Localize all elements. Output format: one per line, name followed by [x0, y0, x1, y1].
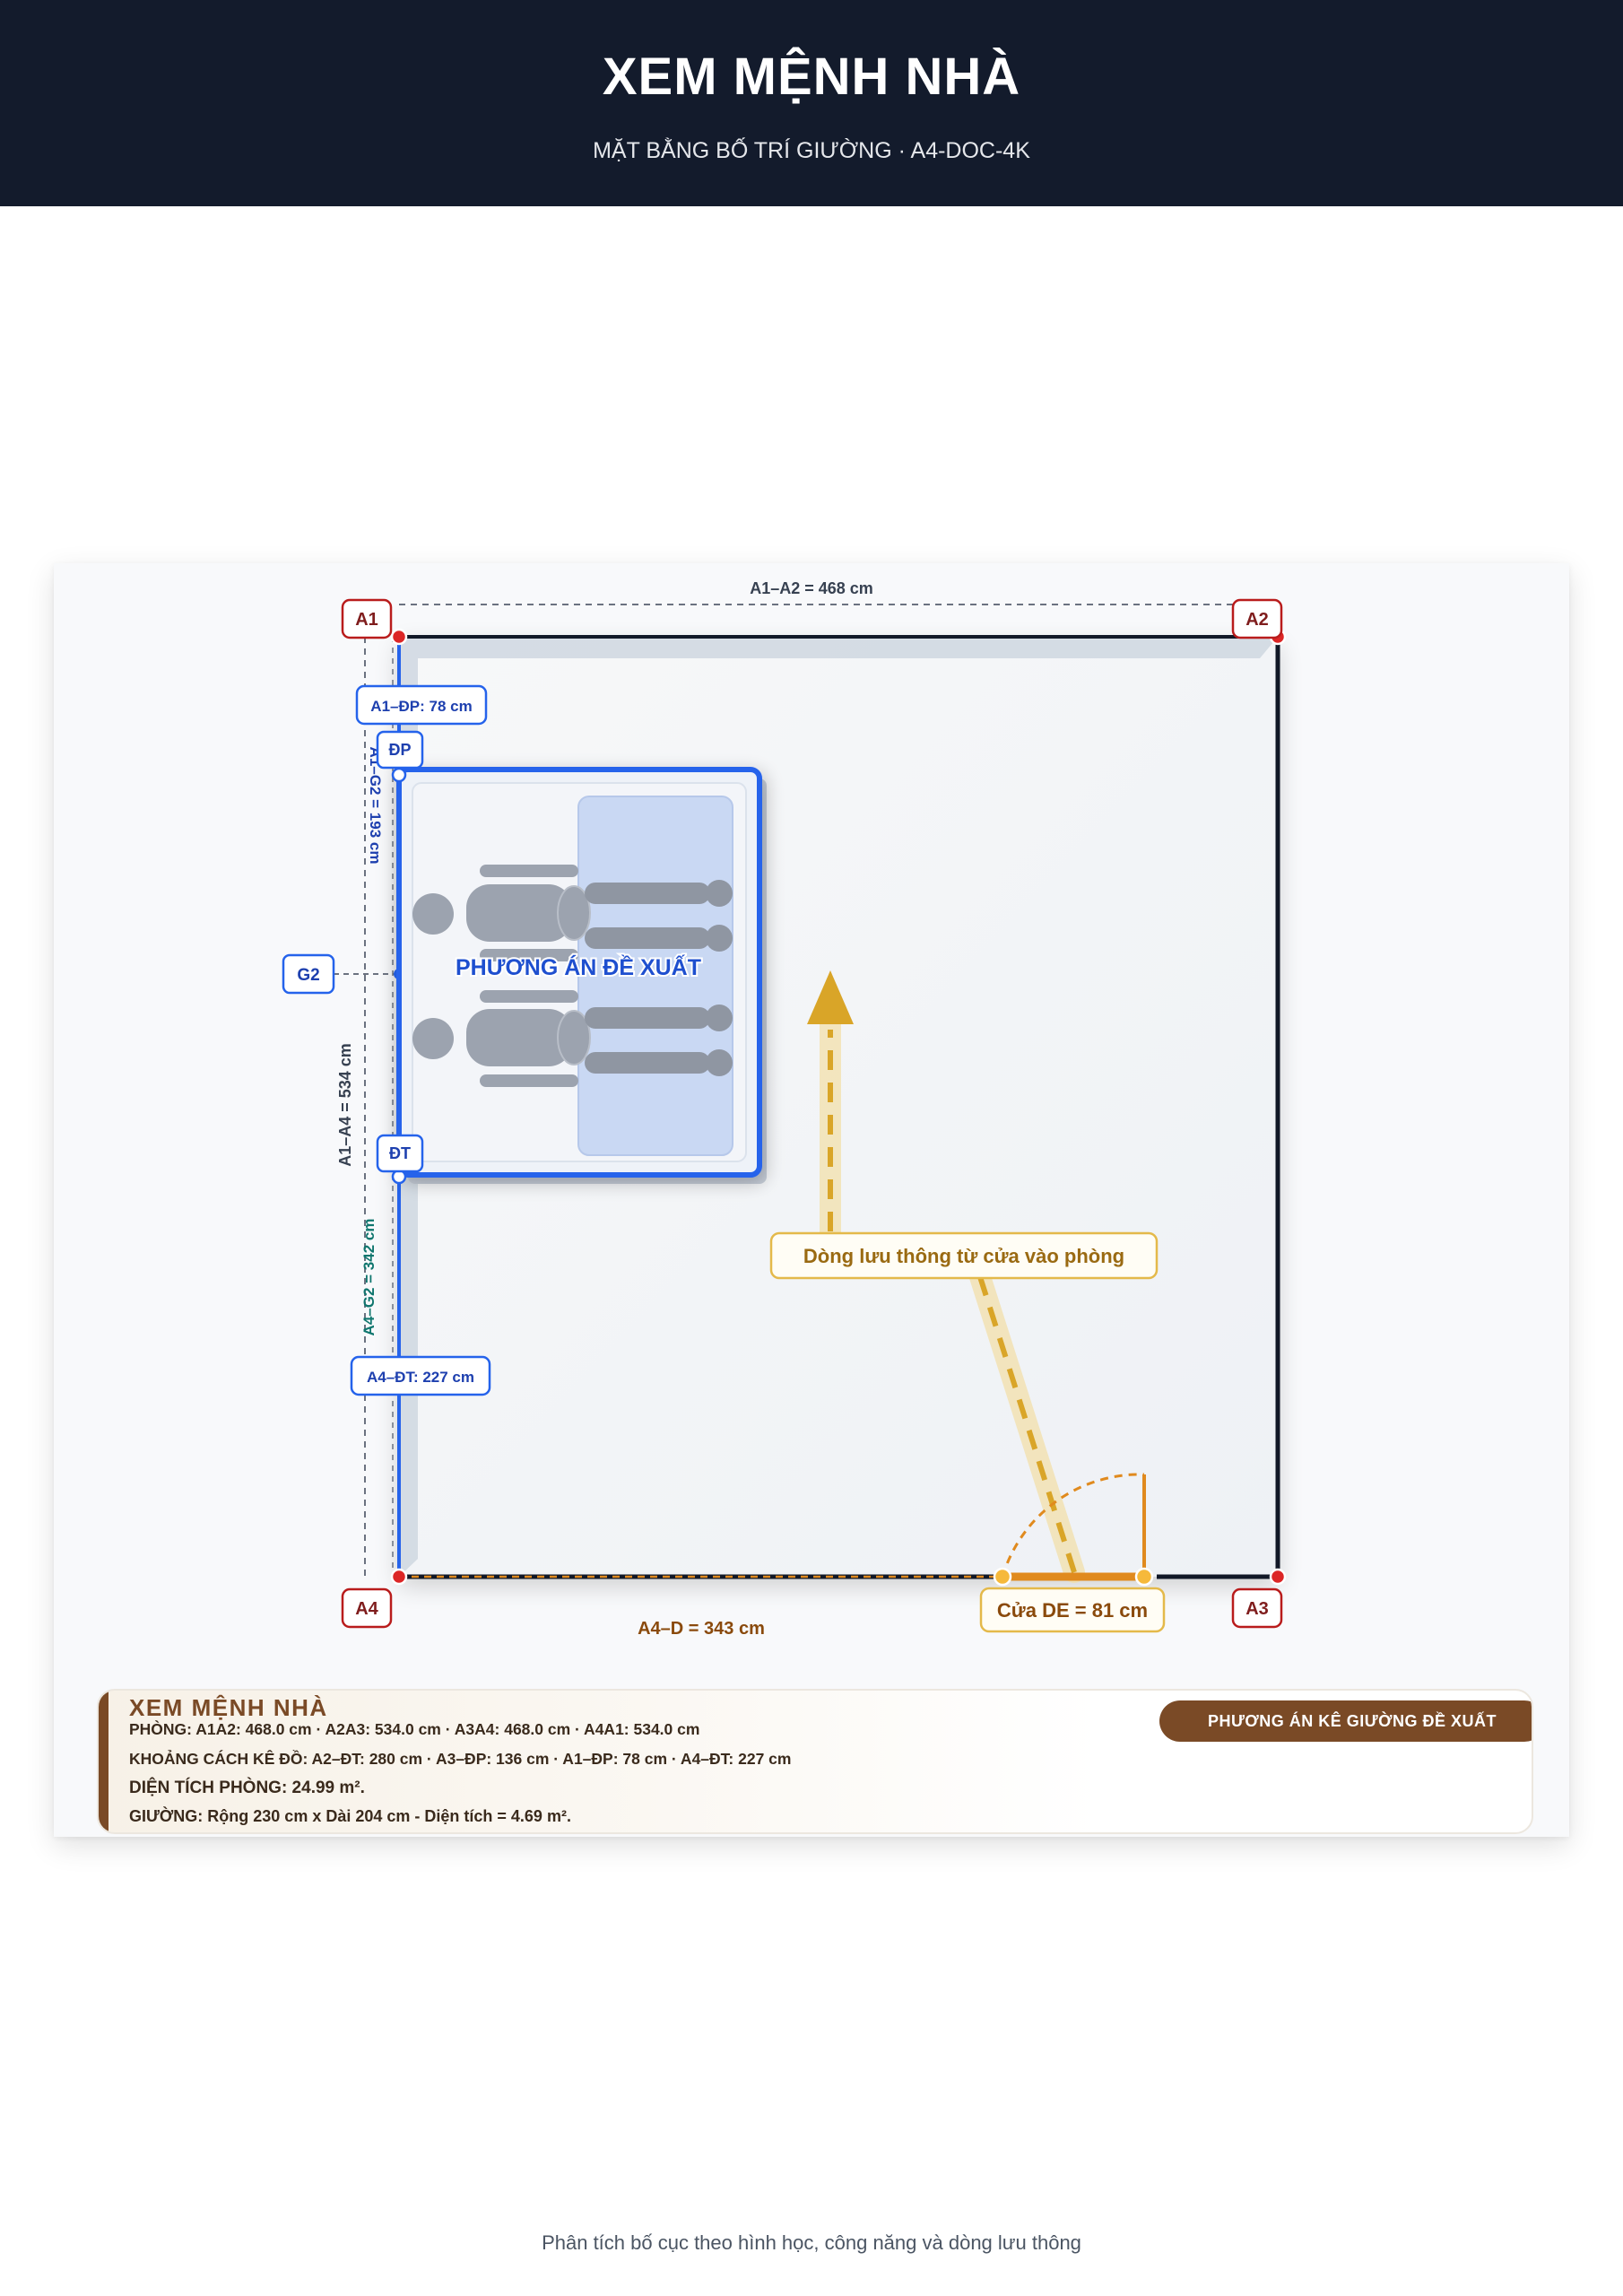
- svg-text:Cửa DE = 81 cm: Cửa DE = 81 cm: [997, 1599, 1148, 1622]
- corner-point-a1: [390, 628, 408, 646]
- corner-tag-a1: A1: [341, 598, 393, 639]
- bed: PHƯƠNG ÁN ĐỀ XUẤT: [396, 767, 767, 1184]
- flow-arrow-head: [807, 970, 854, 1024]
- svg-text:G2: G2: [297, 966, 319, 985]
- door-point-d: [993, 1567, 1012, 1587]
- summary-accent-bar: [99, 1691, 108, 1832]
- flow-label-box: Dòng lưu thông từ cửa vào phòng: [769, 1231, 1159, 1280]
- dt-tag: ĐT: [376, 1134, 424, 1173]
- door-point-e: [1134, 1567, 1154, 1587]
- svg-text:A1–ĐP: 78 cm: A1–ĐP: 78 cm: [370, 698, 472, 715]
- svg-text:A4–ĐT: 227 cm: A4–ĐT: 227 cm: [367, 1369, 474, 1386]
- floor-plan: A1–A2 = 468 cm A1–A4 = 534 cm A1–G2 = 19…: [282, 579, 1287, 1639]
- dp-tag: ĐP: [376, 730, 424, 770]
- sleeper-figure: [412, 990, 733, 1087]
- svg-text:Dòng lưu thông từ cửa vào phòn: Dòng lưu thông từ cửa vào phòng: [803, 1245, 1124, 1267]
- corner-tag-a4: A4: [341, 1587, 393, 1629]
- floor-plan-card: A1–A2 = 468 cm A1–A4 = 534 cm A1–G2 = 19…: [54, 563, 1569, 1837]
- corner-tag-a3: A3: [1231, 1587, 1283, 1629]
- summary-area: DIỆN TÍCH PHÒNG: 24.99 m².: [129, 1779, 365, 1797]
- door-label-box: Cửa DE = 81 cm: [979, 1587, 1166, 1633]
- dimension-left-label: A1–A4 = 534 cm: [336, 1043, 354, 1167]
- proposed-bed-option-button[interactable]: PHƯƠNG ÁN KÊ GIƯỜNG ĐỀ XUẤT: [1159, 1700, 1532, 1742]
- summary-panel: XEM MỆNH NHÀ PHÒNG: A1A2: 468.0 cm · A2A…: [97, 1689, 1533, 1834]
- summary-title: XEM MỆNH NHÀ: [129, 1694, 328, 1721]
- g2-tag: G2: [282, 953, 335, 995]
- bed-label: PHƯƠNG ÁN ĐỀ XUẤT: [456, 954, 701, 980]
- sleeper-figure: [412, 865, 733, 961]
- door: [993, 1473, 1154, 1587]
- svg-text:ĐT: ĐT: [389, 1144, 411, 1162]
- page-header: XEM MỆNH NHÀ MẶT BẰNG BỐ TRÍ GIƯỜNG · A4…: [0, 0, 1623, 206]
- page-footer: Phân tích bố cục theo hình học, công năn…: [542, 2231, 1081, 2254]
- summary-bed: GIƯỜNG: Rộng 230 cm x Dài 204 cm - Diện …: [129, 1807, 571, 1825]
- circulation-flow: [807, 970, 1085, 1583]
- dp-point: [391, 767, 407, 783]
- dimension-a1-g2-label: A1–G2 = 193 cm: [367, 747, 384, 865]
- svg-text:A2: A2: [1245, 610, 1269, 630]
- dimension-top-label: A1–A2 = 468 cm: [750, 579, 873, 597]
- svg-text:ĐP: ĐP: [388, 741, 411, 759]
- svg-text:A4: A4: [355, 1599, 378, 1619]
- page-subtitle: MẶT BẰNG BỐ TRÍ GIƯỜNG · A4-DOC-4K: [593, 138, 1030, 163]
- a1-dp-callout: A1–ĐP: 78 cm: [355, 684, 488, 726]
- svg-text:A1: A1: [355, 610, 378, 630]
- door-swing-arc: [1001, 1473, 1145, 1578]
- summary-distances: KHOẢNG CÁCH KÊ ĐỒ: A2–ĐT: 280 cm · A3–ĐP…: [129, 1750, 792, 1768]
- corner-point-a3: [1269, 1568, 1287, 1586]
- corner-point-a4: [390, 1568, 408, 1586]
- page-title: XEM MỆNH NHÀ: [602, 48, 1021, 106]
- svg-text:A3: A3: [1245, 1599, 1269, 1619]
- corner-tag-a2: A2: [1231, 598, 1283, 639]
- a4-dt-callout: A4–ĐT: 227 cm: [350, 1355, 491, 1396]
- dimension-a4-g2-label: A4–G2 = 342 cm: [360, 1219, 378, 1336]
- summary-room-dimensions: PHÒNG: A1A2: 468.0 cm · A2A3: 534.0 cm ·…: [129, 1720, 700, 1738]
- dimension-bottom-label: A4–D = 343 cm: [638, 1619, 765, 1639]
